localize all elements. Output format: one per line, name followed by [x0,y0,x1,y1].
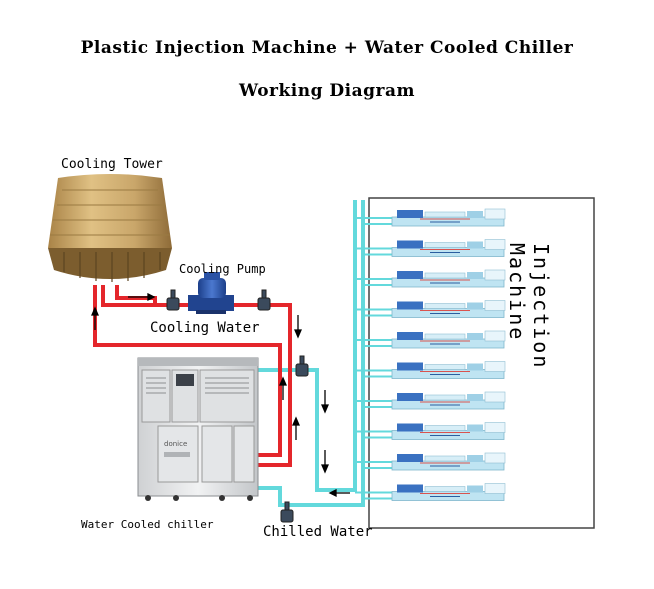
valve-4 [280,501,294,523]
injection-machine-unit [391,300,506,318]
injection-machine-label: Injection Machine [505,243,553,370]
manifold-branches [355,217,392,500]
chilled-water-label: Chilled Water [263,524,373,540]
valve-2 [257,289,271,311]
injection-machine-unit [391,208,506,227]
chiller-brand: donice [164,440,187,448]
injection-machine-frame [368,197,595,529]
injection-machine-unit [391,422,506,440]
injection-machine-unit [391,239,506,257]
valves [166,289,309,523]
diagram-title-line1: Plastic Injection Machine + Water Cooled… [80,38,574,58]
diagram-title-line2: Working Diagram [239,81,415,101]
injection-machine-unit [391,269,506,288]
water-cooled-chiller: donice [137,357,259,501]
cooling-water-label: Cooling Water [150,320,260,336]
injection-machines [391,208,506,501]
cooling-tower-label: Cooling Tower [61,157,163,172]
injection-machine-unit [391,330,506,349]
cooling-pump-label: Cooling Pump [179,262,266,276]
flow-arrows [91,292,350,498]
valve-3 [295,355,309,377]
injection-machine-unit [391,391,506,410]
injection-machine-unit [391,361,506,379]
injection-machine-unit [391,452,506,471]
water-cooled-chiller-label: Water Cooled chiller [81,518,214,531]
cooling-tower [48,174,172,282]
chilled-water-pipes [252,200,365,507]
valve-1 [166,289,180,311]
injection-machine-unit [391,483,506,501]
cooling-pump [188,272,234,314]
